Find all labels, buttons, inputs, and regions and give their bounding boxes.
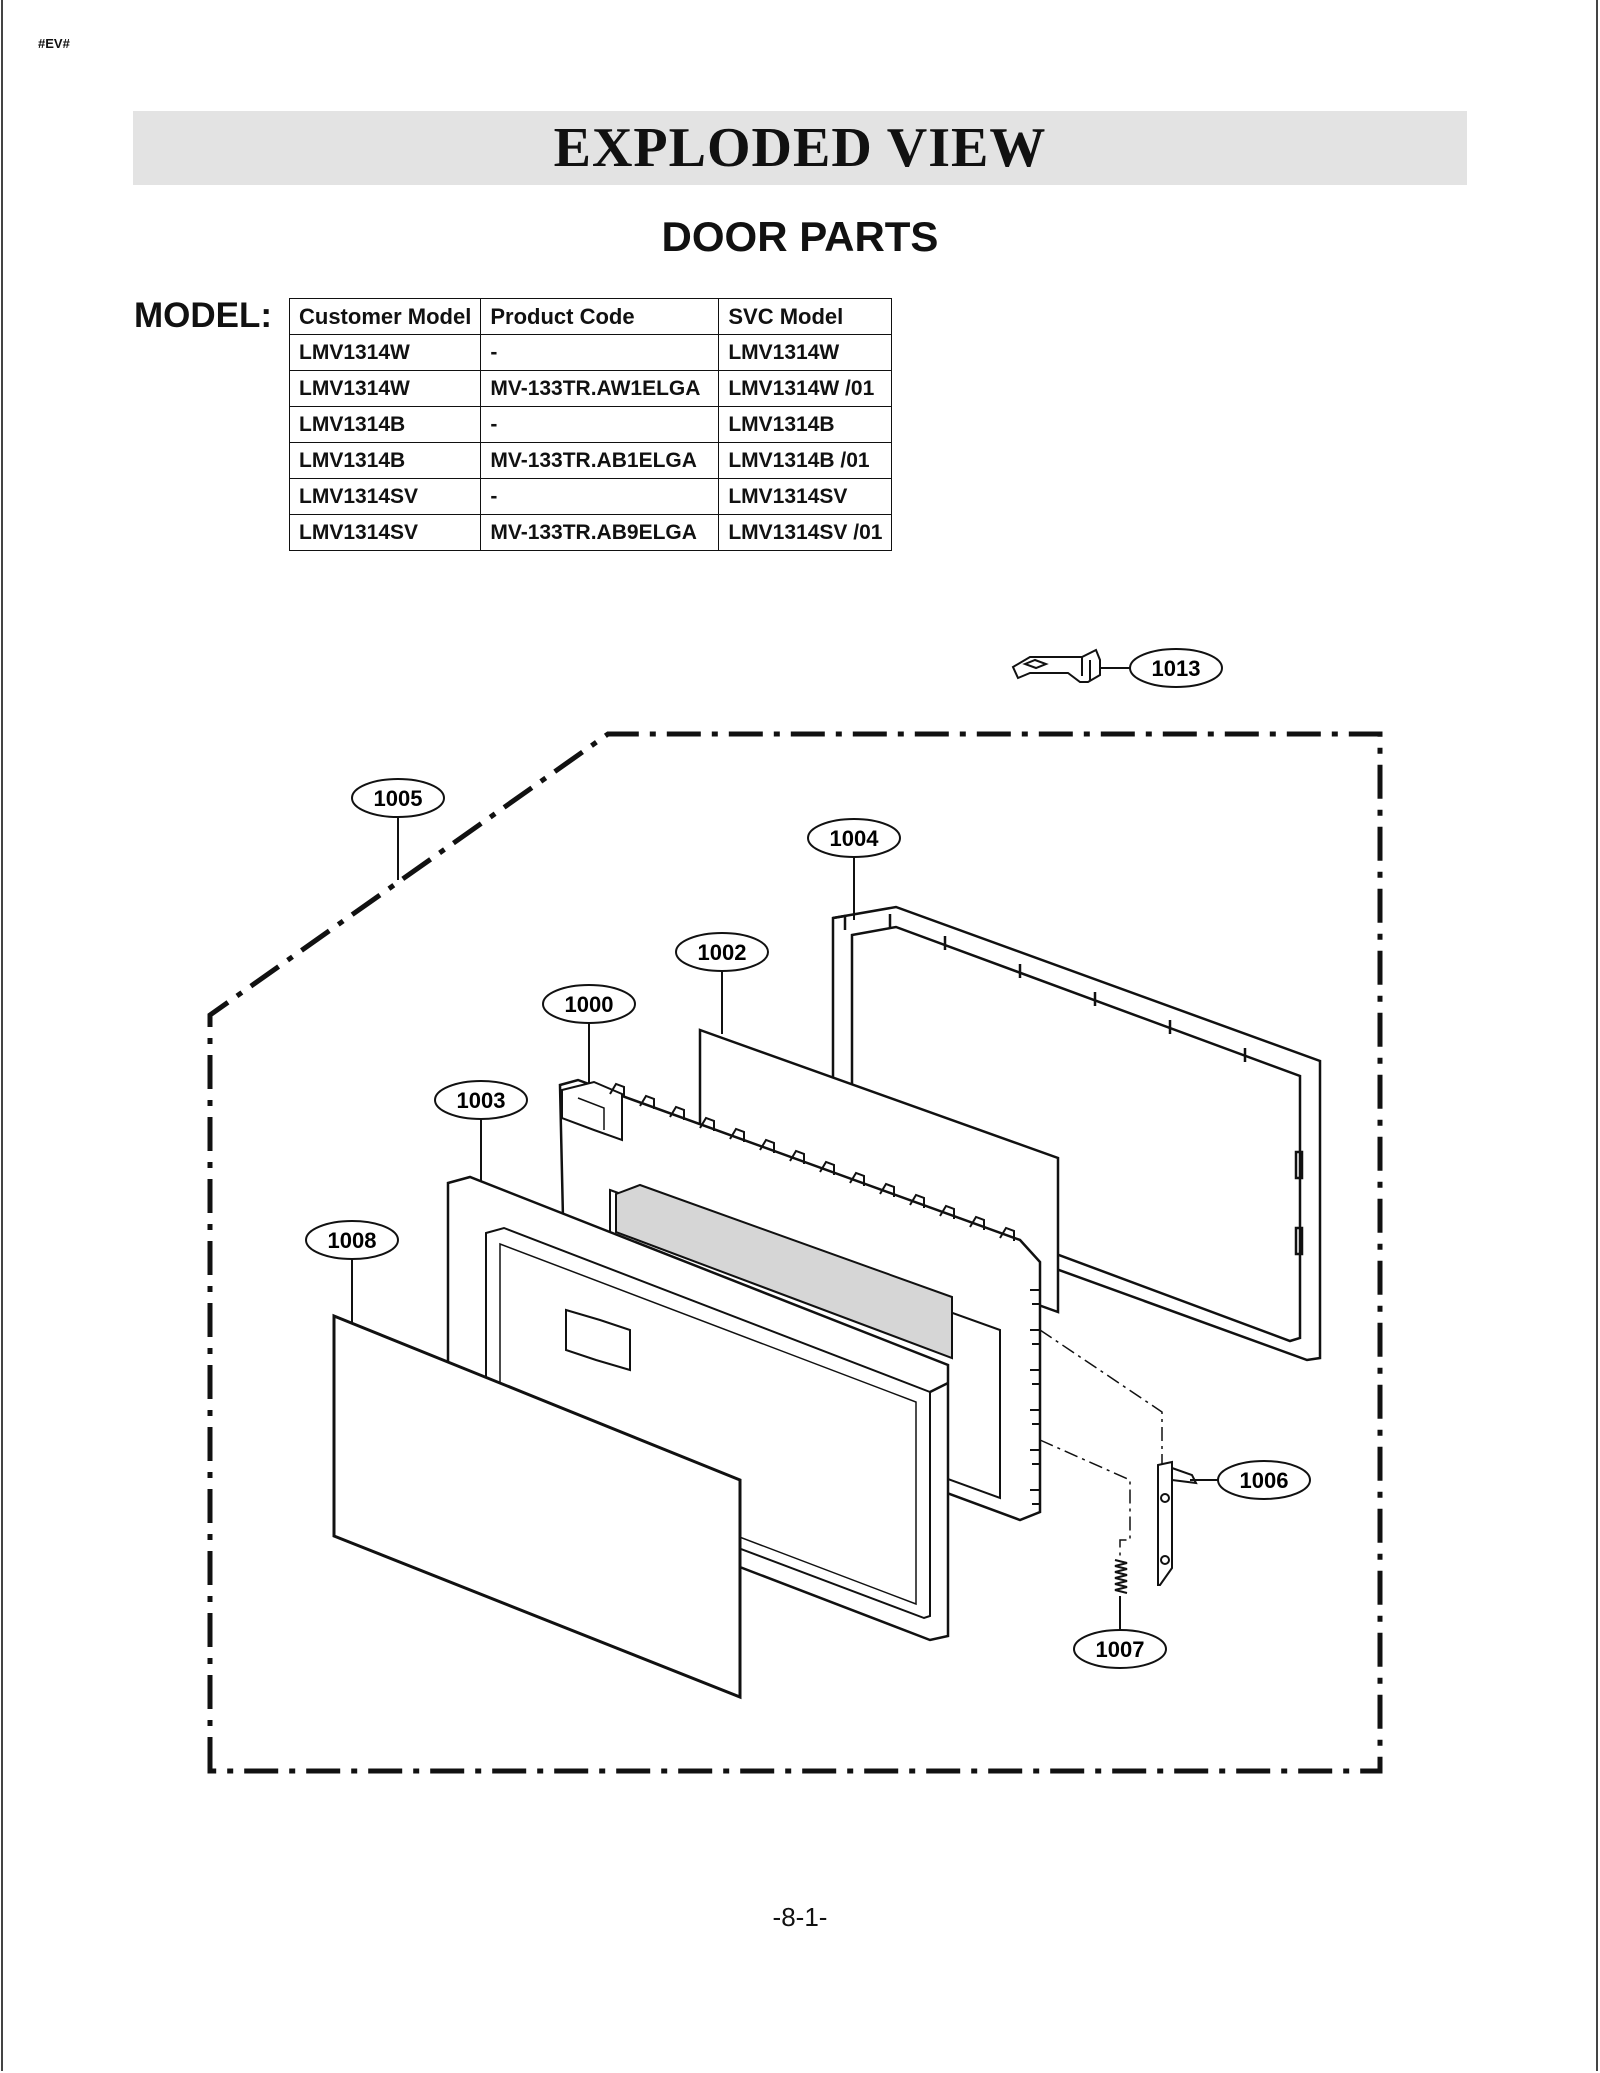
product-code-cell: -: [480, 334, 720, 371]
door-panel-part: [332, 1313, 742, 1700]
title-band: EXPLODED VIEW: [133, 111, 1467, 185]
model-table: Customer Model Product Code SVC Model LM…: [288, 298, 893, 551]
door-frame-front-part: [446, 1175, 950, 1642]
customer-model-cell: LMV1314W: [288, 370, 482, 407]
customer-model-cell: LMV1314W: [288, 334, 482, 371]
callout-1000-label: 1000: [565, 992, 614, 1017]
page-number: -8-1-: [772, 1902, 828, 1932]
callout-1004: 1004: [807, 818, 901, 920]
spring-part: [1114, 1559, 1128, 1594]
callout-1006: 1006: [1190, 1460, 1311, 1500]
svc-model-cell: LMV1314SV /01: [718, 514, 893, 551]
column-header-customer-model: Customer Model: [288, 298, 482, 335]
svc-model-cell: LMV1314W: [718, 334, 893, 371]
table-row: LMV1314W - LMV1314W: [288, 334, 893, 371]
hinge-bracket-part: [1011, 648, 1101, 683]
callout-1002-label: 1002: [698, 940, 747, 965]
section-subtitle: DOOR PARTS: [661, 213, 939, 260]
svc-model-cell: LMV1314B: [718, 406, 893, 443]
product-code-cell: MV-133TR.AW1ELGA: [480, 370, 720, 407]
column-header-svc-model: SVC Model: [718, 298, 893, 335]
table-row: LMV1314B MV-133TR.AB1ELGA LMV1314B /01: [288, 442, 893, 479]
callout-1005: 1005: [351, 778, 445, 880]
callout-1013: 1013: [1100, 648, 1223, 688]
callout-1008-label: 1008: [328, 1228, 377, 1253]
callout-1003-label: 1003: [457, 1088, 506, 1113]
svc-model-cell: LMV1314SV: [718, 478, 893, 515]
callout-1002: 1002: [675, 932, 769, 1034]
product-code-cell: MV-133TR.AB1ELGA: [480, 442, 720, 479]
callout-1008: 1008: [305, 1220, 399, 1322]
table-row: LMV1314B - LMV1314B: [288, 406, 893, 443]
document-tag: #EV#: [38, 36, 70, 51]
svc-model-cell: LMV1314W /01: [718, 370, 893, 407]
customer-model-cell: LMV1314SV: [288, 514, 482, 551]
assembly-guide-lines: [1039, 1329, 1163, 1560]
callout-1007: 1007: [1073, 1596, 1167, 1669]
model-table-header-row: Customer Model Product Code SVC Model: [288, 298, 893, 335]
product-code-cell: -: [480, 406, 720, 443]
callout-1013-label: 1013: [1152, 656, 1201, 681]
callout-1000: 1000: [542, 984, 636, 1084]
page-title: EXPLODED VIEW: [553, 117, 1047, 179]
product-code-cell: MV-133TR.AB9ELGA: [480, 514, 720, 551]
assembly-boundary: [207, 731, 1383, 1774]
column-header-product-code: Product Code: [480, 298, 720, 335]
model-label: MODEL:: [134, 296, 273, 335]
table-row: LMV1314SV - LMV1314SV: [288, 478, 893, 515]
table-row: LMV1314SV MV-133TR.AB9ELGA LMV1314SV /01: [288, 514, 893, 551]
callout-1007-label: 1007: [1096, 1637, 1145, 1662]
callout-1003: 1003: [434, 1080, 528, 1182]
callout-1006-label: 1006: [1240, 1468, 1289, 1493]
callout-1005-label: 1005: [374, 786, 423, 811]
callout-1004-label: 1004: [830, 826, 880, 851]
table-row: LMV1314W MV-133TR.AW1ELGA LMV1314W /01: [288, 370, 893, 407]
customer-model-cell: LMV1314B: [288, 406, 482, 443]
customer-model-cell: LMV1314B: [288, 442, 482, 479]
